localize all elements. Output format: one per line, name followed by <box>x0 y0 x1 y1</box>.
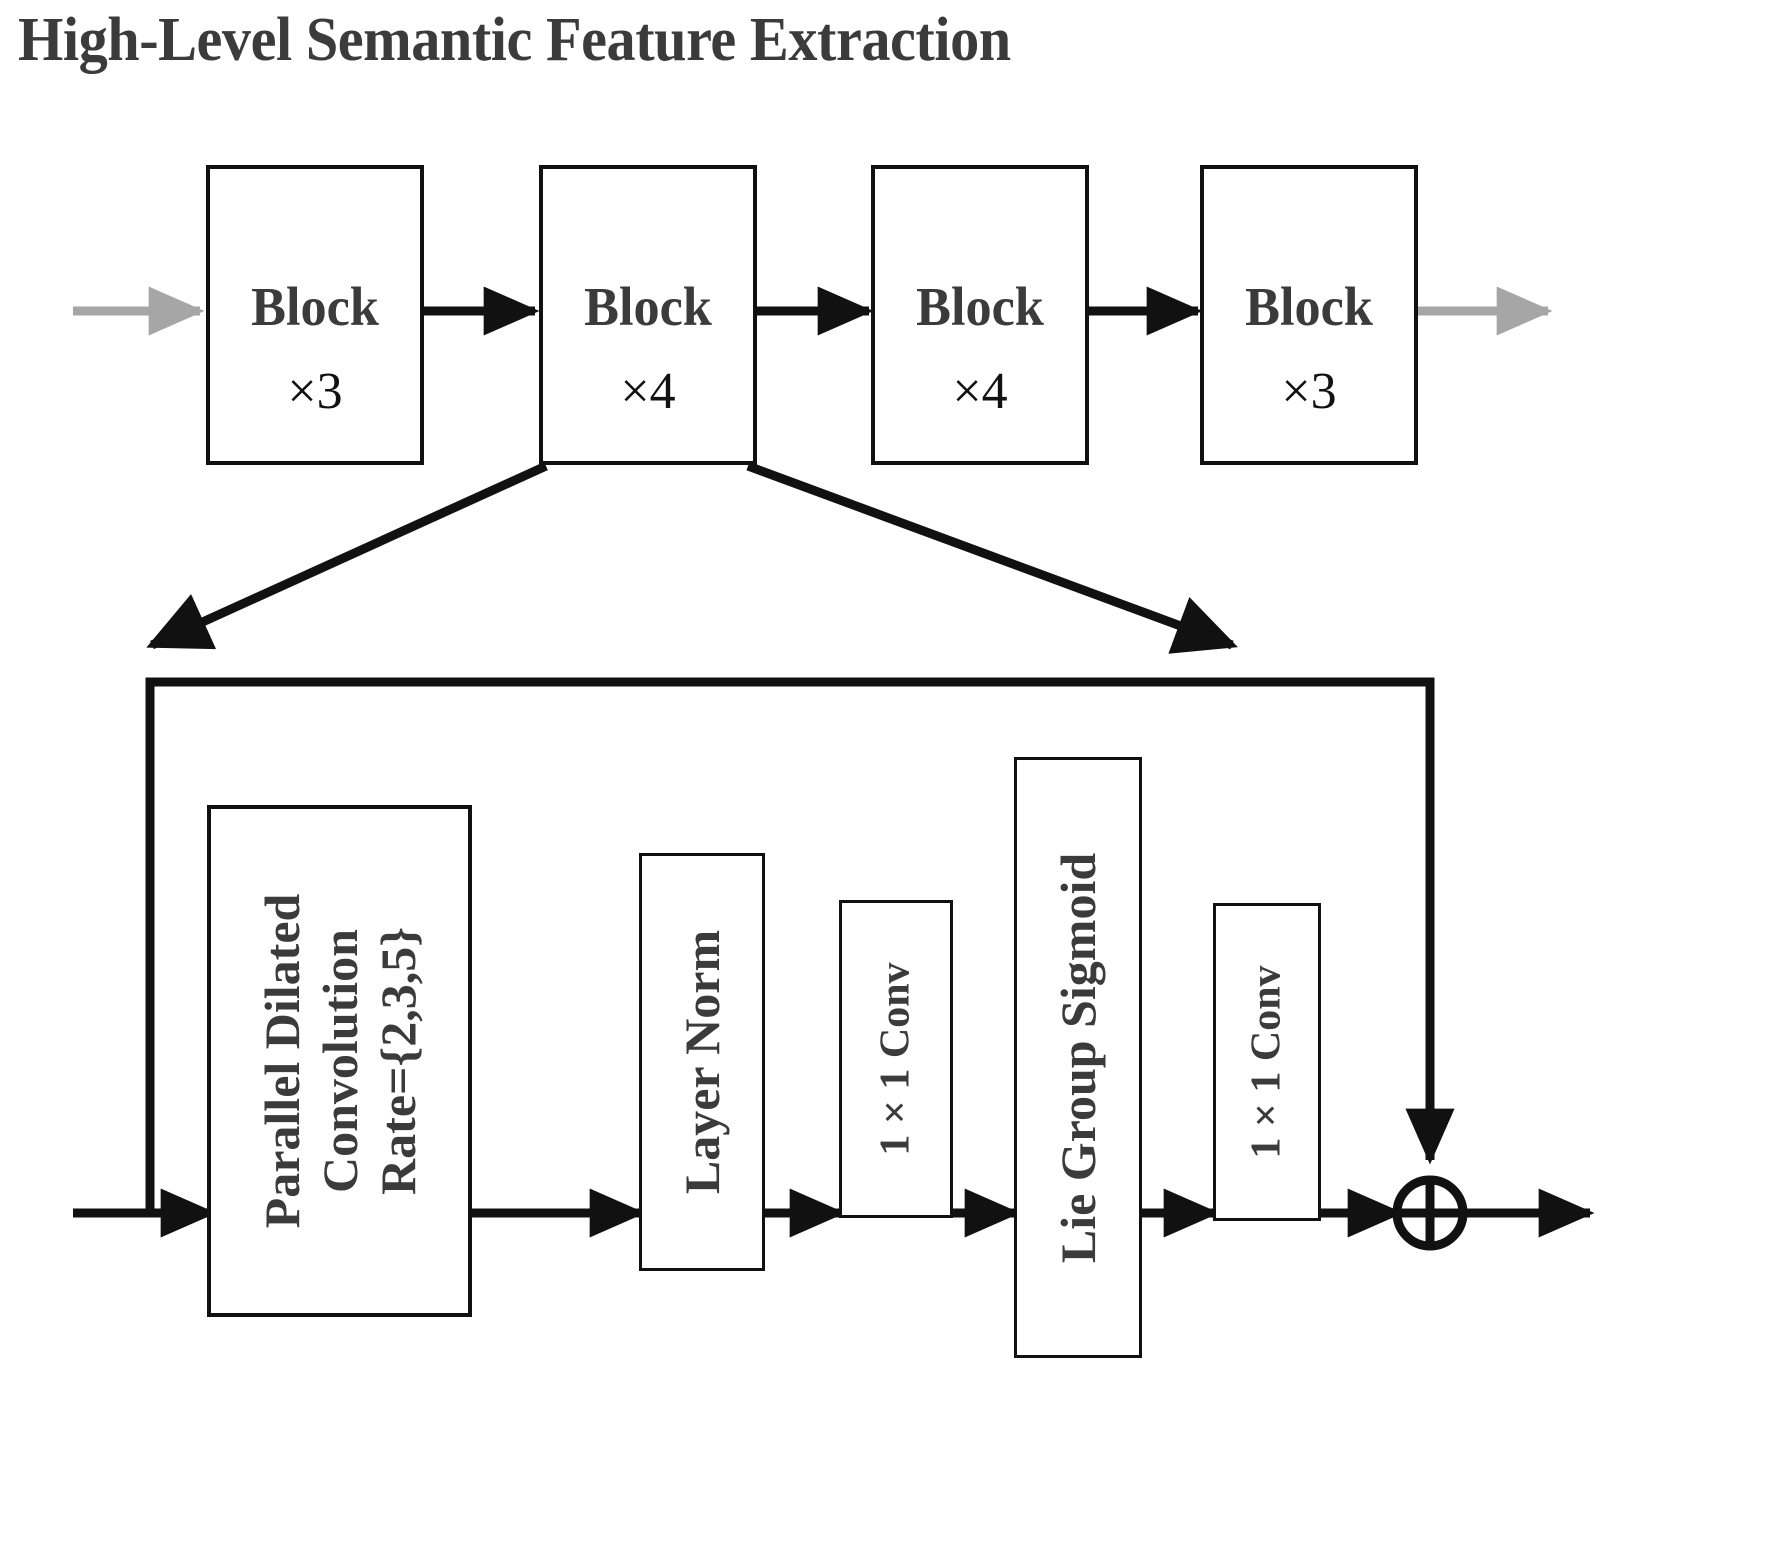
module-parallel-dilated-convolution[interactable]: Parallel Dilated Convolution Rate={2,3,5… <box>207 805 472 1317</box>
block-4-label: Block <box>1245 276 1373 337</box>
block-1-count: ×3 <box>287 363 343 420</box>
block-3-count: ×4 <box>952 363 1008 420</box>
page-title: High-Level Semantic Feature Extraction <box>18 6 1011 74</box>
block-1[interactable]: Block ×3 <box>206 165 424 465</box>
block-2-label: Block <box>584 276 712 337</box>
module-conv-1x1-second[interactable]: 1 × 1 Conv <box>1213 903 1321 1221</box>
module-lie-group-sigmoid[interactable]: Lie Group Sigmoid <box>1014 757 1142 1358</box>
module-layer-norm[interactable]: Layer Norm <box>639 853 765 1271</box>
residual-skip-connection <box>145 677 1455 1213</box>
block-3-label: Block <box>916 276 1044 337</box>
module-layer-norm-label: Layer Norm <box>674 929 730 1195</box>
module-conv-1x1-second-label: 1 × 1 Conv <box>1243 965 1290 1159</box>
expansion-arrow-left <box>146 461 548 650</box>
module-conv-1x1-first[interactable]: 1 × 1 Conv <box>839 900 953 1218</box>
module-conv-1x1-first-label: 1 × 1 Conv <box>872 962 919 1156</box>
sum-operator-icon <box>1392 1175 1468 1251</box>
module-lie-group-sigmoid-label: Lie Group Sigmoid <box>1050 852 1106 1263</box>
expansion-arrow-right <box>746 461 1238 654</box>
block-2[interactable]: Block ×4 <box>539 165 757 465</box>
block-4[interactable]: Block ×3 <box>1200 165 1418 465</box>
block-4-count: ×3 <box>1281 363 1337 420</box>
block-1-label: Block <box>251 276 379 337</box>
module-parallel-dilated-convolution-label: Parallel Dilated Convolution Rate={2,3,5… <box>253 893 426 1229</box>
block-3[interactable]: Block ×4 <box>871 165 1089 465</box>
block-2-count: ×4 <box>620 363 676 420</box>
